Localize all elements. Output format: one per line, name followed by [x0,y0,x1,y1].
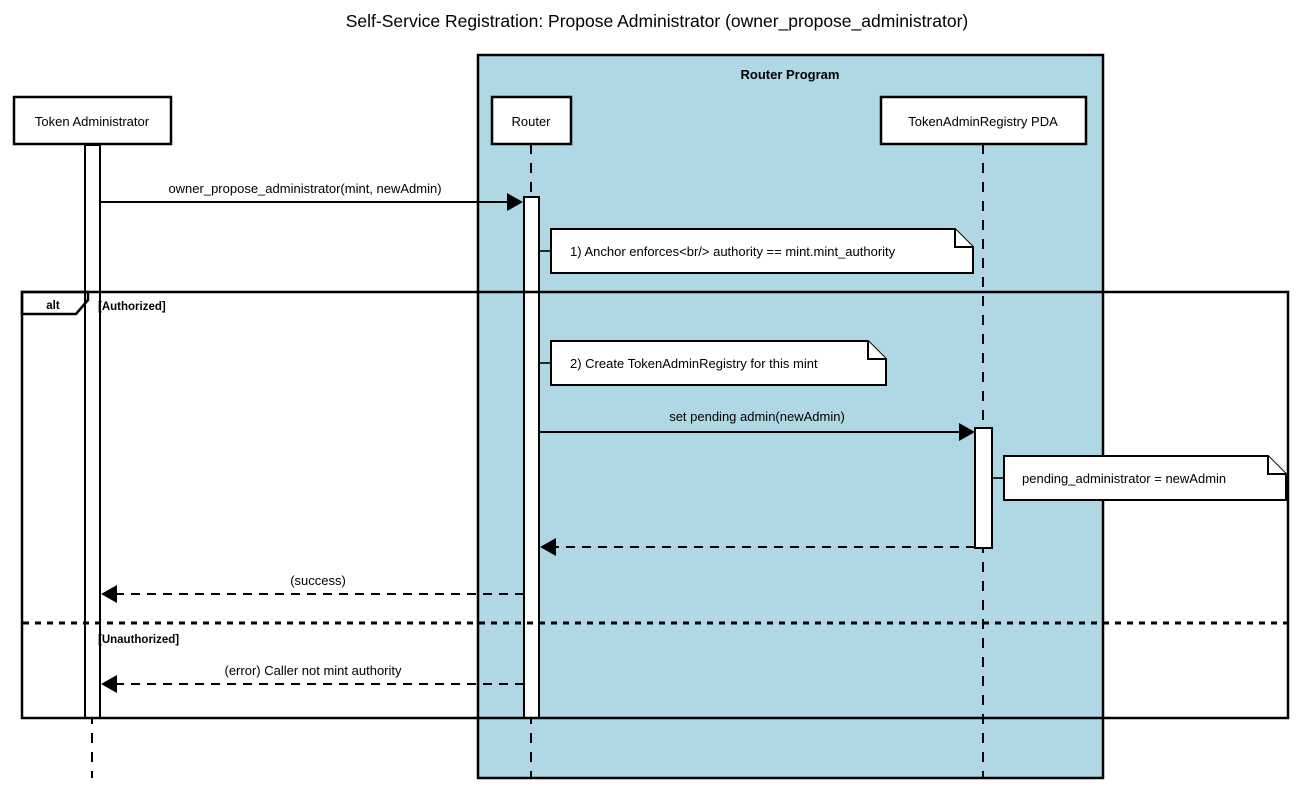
fragment-condition-unauthorized: [Unauthorized] [98,634,179,646]
participant-label-router: Router [511,114,551,129]
fragment-operator-tab [20,290,90,316]
message-label-m1: owner_propose_administrator(mint, newAdm… [168,181,441,196]
message-arrowhead-m3 [540,538,556,556]
note-fold-n2 [867,341,886,360]
message-label-m2: set pending admin(newAdmin) [669,409,845,424]
note-shape-n2 [550,340,887,386]
fragment-box-alt [20,290,1290,720]
activation-bar-router [523,196,540,719]
group-box-router-program [476,53,1105,780]
fragment-condition-authorized: [Authorized] [98,301,166,313]
note-text-n3: pending_administrator = newAdmin [1022,471,1226,486]
message-arrowhead-m2 [959,423,975,441]
note-fold-n1 [954,229,973,248]
note-text-n2: 2) Create TokenAdminRegistry for this mi… [570,356,818,371]
participant-label-token-administrator: Token Administrator [35,114,150,129]
activation-bar-token-admin-registry-pda [974,427,993,549]
note-n2: 2) Create TokenAdminRegistry for this mi… [539,340,887,386]
note-n3: pending_administrator = newAdmin [992,455,1287,501]
note-n1: 1) Anchor enforces<br/> authority == min… [539,228,974,274]
group-label: Router Program [741,67,840,82]
participant-box-token-admin-registry-pda[interactable] [879,95,1088,146]
note-fold-n3 [1267,456,1286,475]
activation-bar-token-administrator [84,144,101,719]
message-label-m4: (success) [290,573,346,588]
message-arrowhead-m5 [101,675,117,693]
message-label-m5: (error) Caller not mint authority [225,663,402,678]
participant-box-router[interactable] [490,95,573,146]
note-shape-n3 [1003,455,1287,501]
fragment-operator-label: alt [46,300,60,312]
page-title: Self-Service Registration: Propose Admin… [346,11,969,32]
message-arrowhead-m1 [507,193,523,211]
note-text-n1: 1) Anchor enforces<br/> authority == min… [570,244,896,259]
note-shape-n1 [550,228,974,274]
participant-label-token-admin-registry-pda: TokenAdminRegistry PDA [908,114,1058,129]
message-arrowhead-m4 [101,585,117,603]
